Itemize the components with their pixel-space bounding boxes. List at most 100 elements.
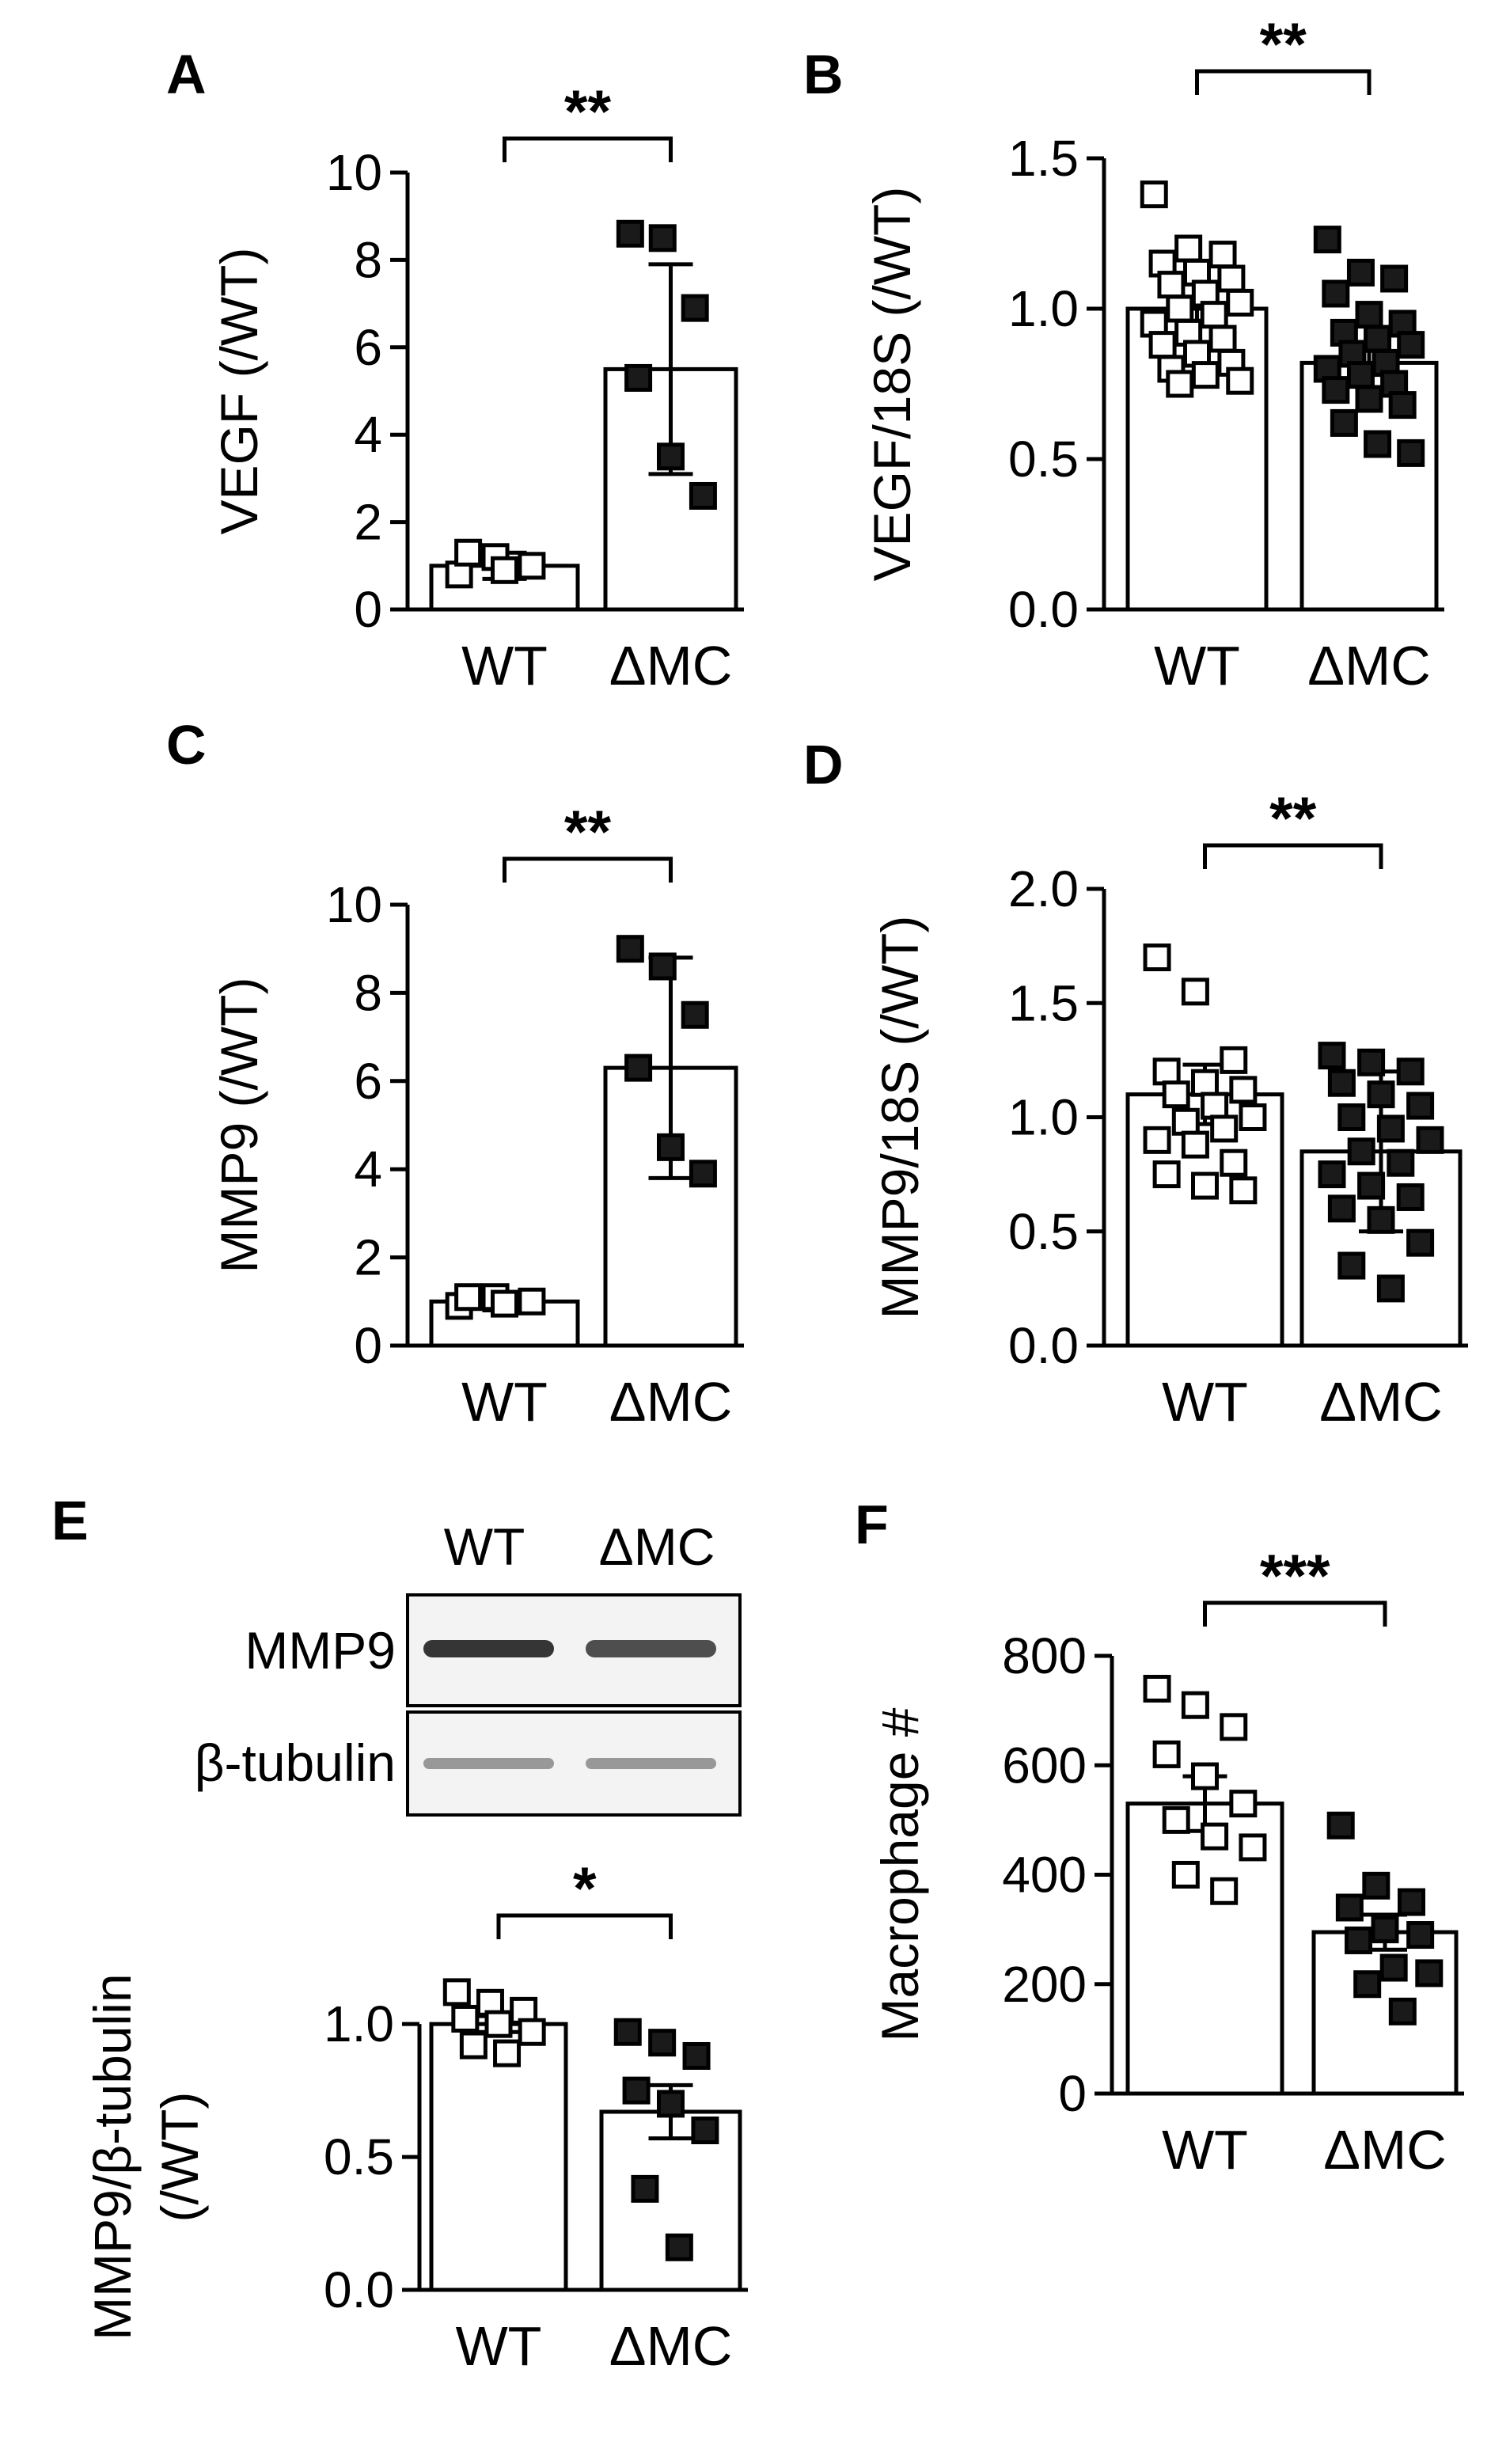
x-tick-label: WT bbox=[1162, 1371, 1248, 1433]
y-axis-label: MMP9/18S (/WT) bbox=[871, 916, 929, 1319]
blot-label-tubulin: β-tubulin bbox=[195, 1733, 396, 1792]
data-point-wt bbox=[454, 538, 483, 567]
significance-stars: ** bbox=[1269, 785, 1317, 852]
data-point-mc bbox=[681, 294, 709, 322]
significance-stars: ** bbox=[564, 799, 612, 866]
y-tick-label: 0 bbox=[354, 581, 382, 638]
data-point-wt bbox=[1229, 1790, 1258, 1818]
data-point-wt bbox=[1229, 1076, 1258, 1104]
data-point-mc bbox=[613, 2018, 642, 2046]
data-point-mc bbox=[1388, 1997, 1417, 2025]
data-point-mc bbox=[631, 2174, 659, 2203]
blot-label-mmp9: MMP9 bbox=[245, 1621, 396, 1680]
data-point-wt bbox=[1140, 180, 1168, 209]
y-tick-label: 8 bbox=[354, 964, 382, 1021]
data-point-mc bbox=[1364, 430, 1392, 458]
data-point-mc bbox=[1353, 1970, 1382, 1999]
data-point-mc bbox=[622, 2076, 651, 2105]
data-point-wt bbox=[1191, 1069, 1219, 1097]
panel-label-b: B bbox=[803, 44, 844, 105]
data-point-wt bbox=[1166, 370, 1194, 398]
data-point-wt bbox=[1210, 1114, 1239, 1143]
x-tick-label: WT bbox=[1162, 2119, 1248, 2181]
y-tick-label: 0.5 bbox=[1008, 1203, 1079, 1260]
data-point-wt bbox=[451, 2004, 480, 2033]
data-point-wt bbox=[1191, 1171, 1219, 1200]
data-point-wt bbox=[1143, 1126, 1171, 1154]
blot-bands bbox=[423, 1640, 716, 1769]
data-point-mc bbox=[657, 1133, 685, 1161]
data-point-wt bbox=[1229, 1176, 1258, 1205]
data-point-wt bbox=[1239, 1103, 1267, 1131]
data-point-mc bbox=[691, 2117, 719, 2144]
data-point-wt bbox=[1220, 1148, 1248, 1177]
data-point-wt bbox=[1220, 1713, 1248, 1741]
significance-bracket bbox=[503, 136, 673, 162]
x-tick-label: ΔMC bbox=[609, 635, 733, 697]
data-point-wt bbox=[1200, 301, 1228, 329]
data-point-mc bbox=[657, 2090, 685, 2118]
data-point-mc bbox=[1318, 1160, 1346, 1189]
data-point-wt bbox=[1191, 1762, 1219, 1790]
significance-bracket bbox=[1195, 69, 1372, 95]
data-point-mc bbox=[1322, 376, 1350, 404]
data-point-mc bbox=[1364, 325, 1392, 353]
data-point-mc bbox=[1406, 1921, 1435, 1950]
data-point-mc bbox=[1406, 1092, 1435, 1120]
data-point-wt bbox=[1191, 361, 1220, 389]
data-point-mc bbox=[648, 2029, 677, 2057]
data-point-mc bbox=[1367, 1205, 1395, 1234]
y-tick-label: 1.5 bbox=[1008, 130, 1079, 187]
data-point-wt bbox=[484, 2010, 513, 2038]
data-point-mc bbox=[648, 952, 677, 981]
panel-label-d: D bbox=[803, 734, 844, 795]
bar-wt bbox=[429, 2022, 568, 2292]
data-point-mc bbox=[1355, 385, 1383, 413]
western-blot: WT ΔMC MMP9 β-tubulin bbox=[195, 1517, 742, 1817]
data-point-wt bbox=[1239, 1833, 1267, 1862]
data-point-wt bbox=[1171, 1107, 1200, 1136]
data-point-mc bbox=[1371, 1915, 1399, 1944]
data-point-wt bbox=[518, 2018, 546, 2046]
y-tick-label: 400 bbox=[1002, 1847, 1087, 1904]
blot-frame-tubulin bbox=[406, 1710, 742, 1817]
data-point-wt bbox=[1166, 294, 1194, 323]
blot-band bbox=[586, 1758, 716, 1769]
data-point-mc bbox=[1346, 361, 1375, 389]
data-point-mc bbox=[1313, 226, 1341, 254]
y-tick-label: 10 bbox=[326, 876, 382, 933]
y-tick-label: 1.0 bbox=[1008, 1089, 1079, 1146]
y-tick-label: 2 bbox=[354, 1229, 382, 1286]
data-point-mc bbox=[616, 935, 644, 963]
data-point-wt bbox=[454, 1283, 483, 1312]
significance-stars: ** bbox=[564, 78, 612, 146]
data-point-mc bbox=[616, 219, 644, 248]
data-point-wt bbox=[442, 1978, 471, 2007]
data-point-mc bbox=[1376, 1274, 1405, 1303]
data-point-mc bbox=[665, 2233, 693, 2261]
data-point-wt bbox=[459, 2031, 488, 2060]
data-point-mc bbox=[682, 2041, 711, 2070]
data-point-wt bbox=[1226, 288, 1254, 317]
significance-bracket bbox=[1203, 843, 1383, 869]
blot-header-wt: WT bbox=[444, 1517, 525, 1576]
data-point-wt bbox=[1148, 331, 1177, 359]
data-point-wt bbox=[1210, 1877, 1239, 1905]
data-point-wt bbox=[1226, 366, 1254, 395]
blot-band bbox=[586, 1640, 716, 1657]
data-point-wt bbox=[1220, 1046, 1248, 1074]
y-tick-label: 2.0 bbox=[1008, 860, 1079, 917]
data-point-mc bbox=[1376, 1114, 1405, 1143]
data-point-mc bbox=[1345, 1926, 1373, 1954]
x-tick-label: ΔMC bbox=[609, 1371, 733, 1433]
y-tick-label: 1.0 bbox=[1008, 280, 1079, 337]
panel-label-a: A bbox=[166, 44, 207, 105]
x-tick-label: ΔMC bbox=[609, 2315, 733, 2377]
x-tick-label: ΔMC bbox=[1307, 635, 1431, 697]
data-point-mc bbox=[624, 1054, 653, 1082]
data-point-mc bbox=[1406, 1228, 1435, 1257]
data-point-mc bbox=[1326, 1811, 1355, 1839]
